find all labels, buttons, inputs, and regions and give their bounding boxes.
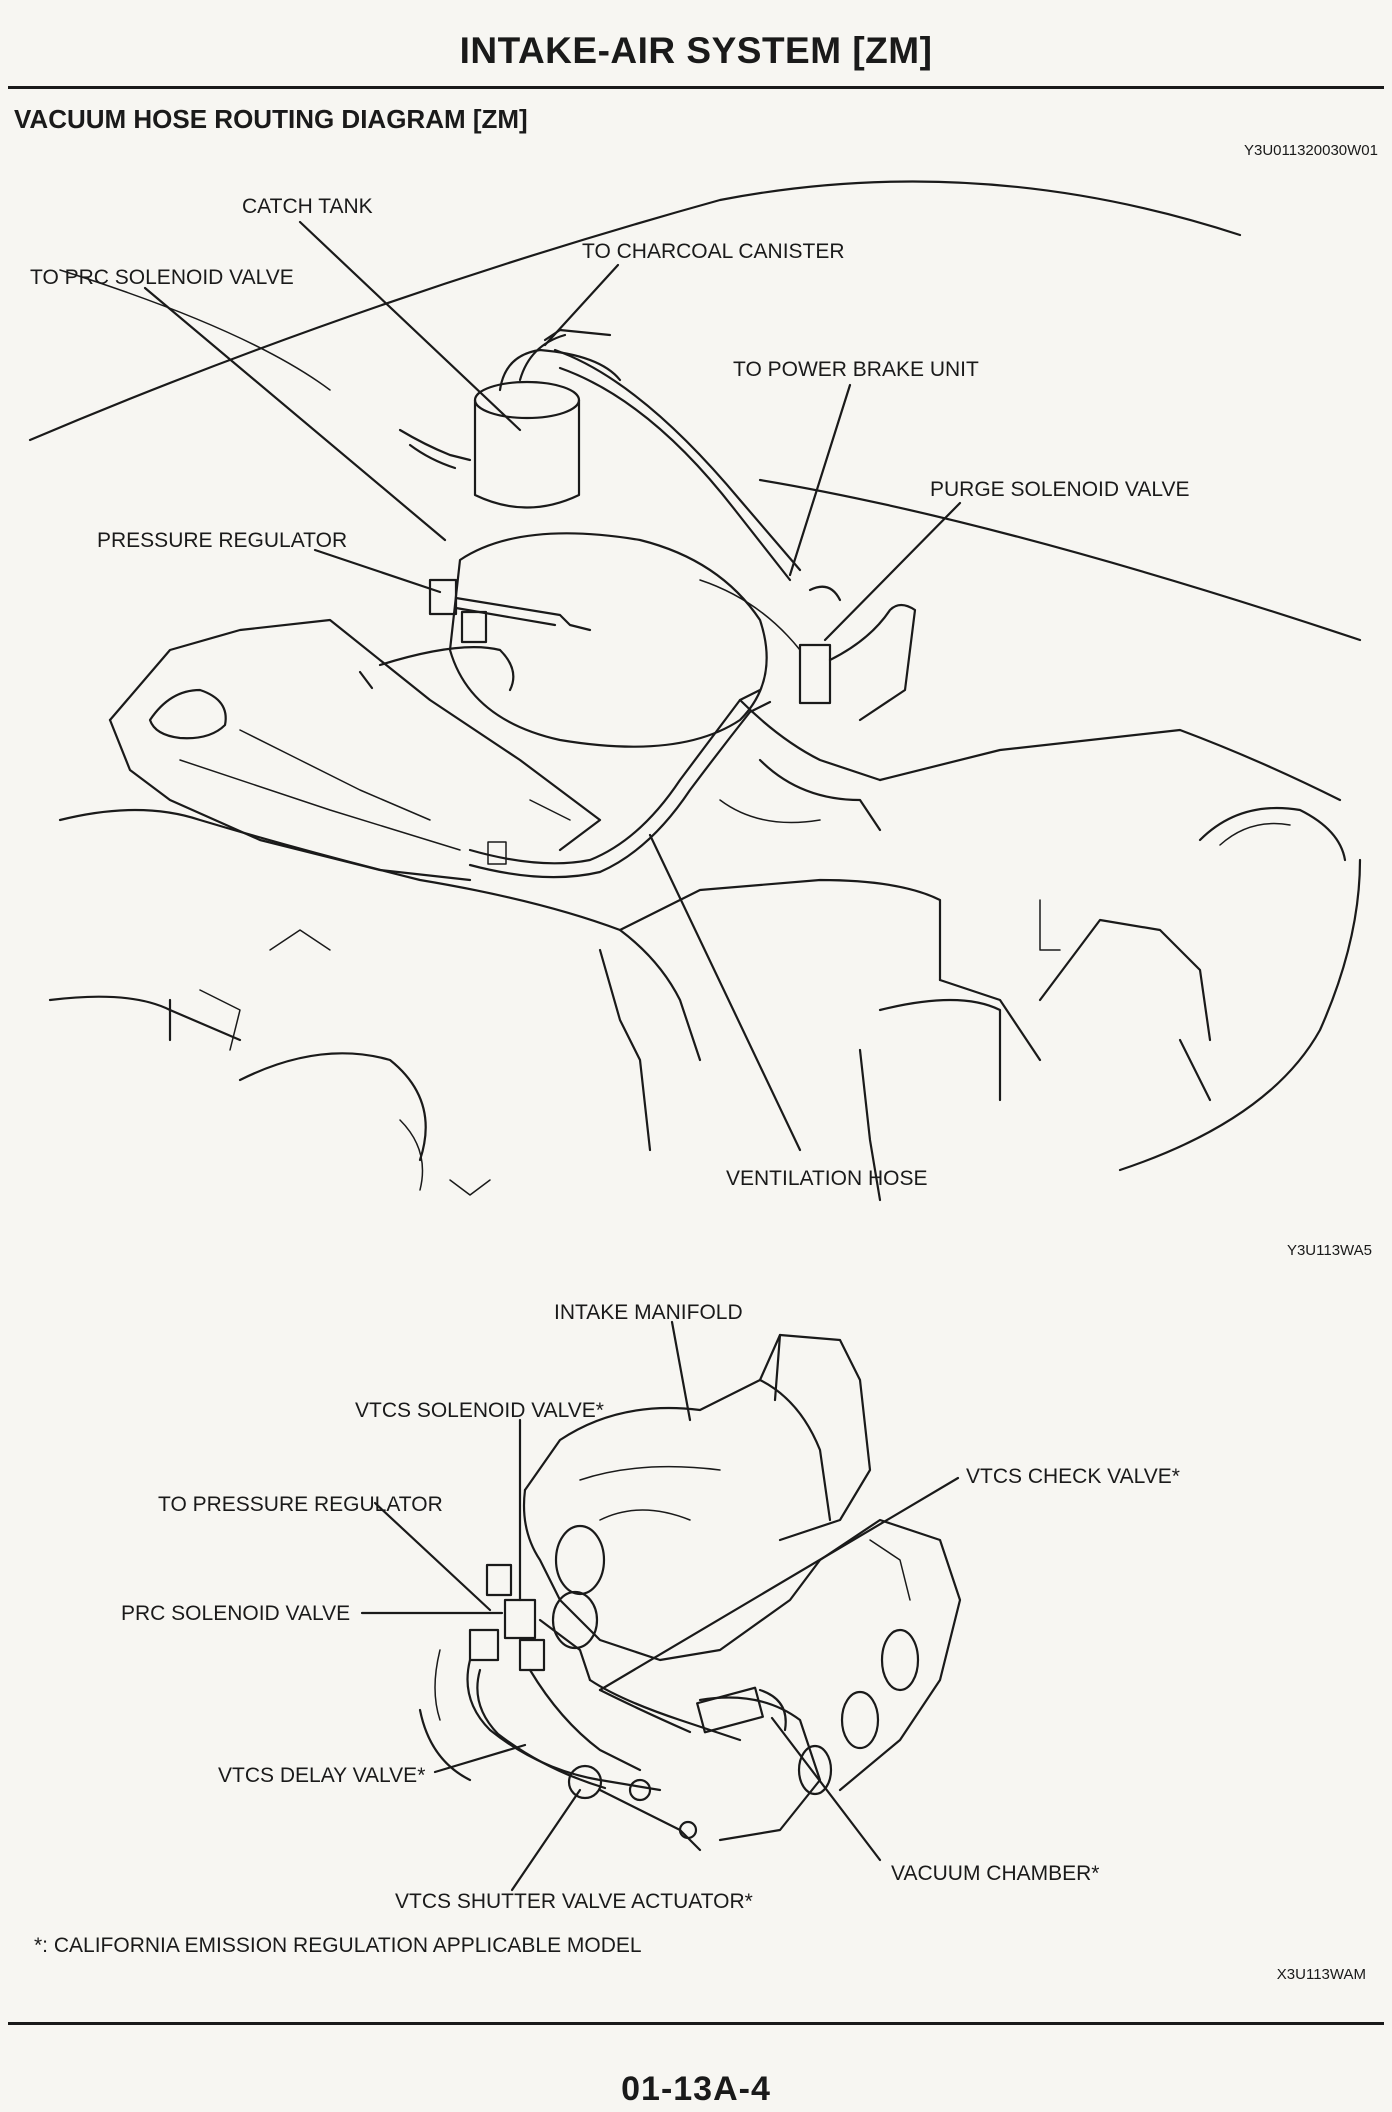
vacuum-chamber-drawing bbox=[696, 1686, 787, 1734]
doc-code: Y3U011320030W01 bbox=[1244, 142, 1378, 159]
footer-rule bbox=[8, 2022, 1384, 2025]
label-to-pressure-regulator: TO PRESSURE REGULATOR bbox=[158, 1493, 443, 1516]
label-prc-solenoid-valve: PRC SOLENOID VALVE bbox=[121, 1602, 351, 1625]
engine-bay-illustration bbox=[28, 180, 1362, 1202]
leader-shutter-actuator bbox=[510, 1788, 582, 1892]
label-catch-tank: CATCH TANK bbox=[242, 195, 373, 218]
leader-to-charcoal bbox=[543, 263, 620, 347]
pressure-regulator-drawing bbox=[358, 578, 592, 692]
figure1-code: Y3U113WA5 bbox=[1286, 1242, 1372, 1259]
label-to-power-brake-unit: TO POWER BRAKE UNIT bbox=[733, 358, 979, 381]
shutter-valve-actuator-drawing bbox=[567, 1764, 702, 1852]
label-vtcs-delay-valve: VTCS DELAY VALVE* bbox=[218, 1764, 426, 1787]
leader-to-pressure-reg bbox=[373, 1501, 492, 1612]
leader-ventilation bbox=[648, 833, 802, 1152]
section-title: VACUUM HOSE ROUTING DIAGRAM [ZM] bbox=[14, 104, 528, 134]
label-vacuum-chamber: VACUUM CHAMBER* bbox=[891, 1862, 1100, 1885]
leader-vtcs-delay bbox=[433, 1743, 527, 1774]
leader-to-brake bbox=[788, 383, 852, 577]
label-purge-solenoid-valve: PURGE SOLENOID VALVE bbox=[930, 478, 1190, 501]
figure2-code: X3U113WAM bbox=[1276, 1966, 1366, 1983]
leader-catch-tank bbox=[298, 220, 522, 432]
solenoid-valves-drawing bbox=[468, 1563, 592, 1682]
label-to-prc-solenoid-valve: TO PRC SOLENOID VALVE bbox=[30, 266, 294, 289]
footnote: *: CALIFORNIA EMISSION REGULATION APPLIC… bbox=[34, 1934, 642, 1957]
leader-intake-manifold bbox=[670, 1320, 692, 1422]
leader-to-prc bbox=[143, 286, 447, 542]
page-title: INTAKE-AIR SYSTEM [ZM] bbox=[459, 30, 933, 71]
ventilation-hose-drawing bbox=[468, 688, 772, 879]
intake-manifold-illustration bbox=[360, 1320, 962, 1892]
leader-purge bbox=[823, 501, 962, 642]
leader-vacuum-chamber bbox=[770, 1716, 882, 1862]
leader-pressure-reg bbox=[313, 548, 442, 594]
page-number: 01-13A-4 bbox=[621, 2070, 771, 2108]
label-to-charcoal-canister: TO CHARCOAL CANISTER bbox=[582, 240, 845, 263]
label-vtcs-check-valve: VTCS CHECK VALVE* bbox=[966, 1465, 1180, 1488]
label-vtcs-solenoid-valve: VTCS SOLENOID VALVE* bbox=[355, 1399, 604, 1422]
label-intake-manifold: INTAKE MANIFOLD bbox=[554, 1301, 743, 1324]
label-vtcs-shutter-valve-actuator: VTCS SHUTTER VALVE ACTUATOR* bbox=[395, 1890, 753, 1913]
header-rule bbox=[8, 86, 1384, 89]
label-ventilation-hose: VENTILATION HOSE bbox=[726, 1167, 928, 1190]
purge-solenoid-valve-drawing bbox=[798, 585, 917, 722]
catch-tank-drawing bbox=[473, 333, 622, 509]
leader-vtcs-check bbox=[598, 1476, 960, 1692]
label-pressure-regulator: PRESSURE REGULATOR bbox=[97, 529, 348, 552]
